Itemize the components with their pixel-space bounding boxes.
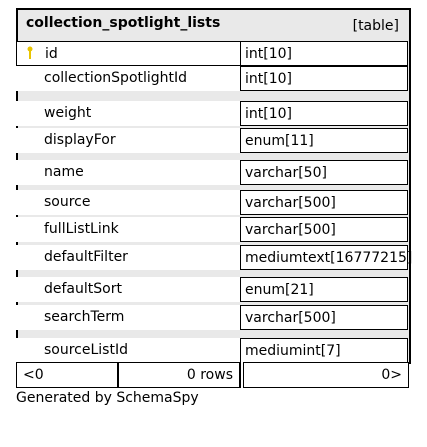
column-type-7: mediumtext[16777215] — [240, 245, 412, 270]
column-type-10: mediumint[7] — [240, 338, 408, 363]
row-count: 0 rows — [118, 362, 240, 388]
column-name-5[interactable]: source — [16, 190, 240, 215]
table-name: collection_spotlight_lists — [26, 15, 221, 31]
parents-count[interactable]: <0 — [16, 362, 118, 388]
column-name-1[interactable]: collectionSpotlightId — [16, 66, 240, 91]
column-type-1: int[10] — [240, 66, 408, 91]
column-name-8[interactable]: defaultSort — [16, 277, 240, 302]
column-name-6[interactable]: fullListLink — [16, 217, 240, 242]
column-type-0: int[10] — [240, 41, 408, 66]
column-type-5: varchar[500] — [240, 190, 408, 215]
column-name-9[interactable]: searchTerm — [16, 305, 240, 330]
children-count[interactable]: 0> — [243, 362, 409, 388]
column-name-3[interactable]: displayFor — [16, 128, 240, 153]
primary-key-icon — [27, 46, 33, 59]
primary-key-marker — [16, 41, 44, 66]
column-type-2: int[10] — [240, 101, 408, 126]
column-name-10[interactable]: sourceListId — [16, 338, 240, 363]
column-type-8: enum[21] — [240, 277, 408, 302]
column-name-7[interactable]: defaultFilter — [16, 245, 240, 270]
column-type-4: varchar[50] — [240, 160, 408, 185]
column-type-3: enum[11] — [240, 128, 408, 153]
table-type-tag: [table] — [352, 18, 399, 34]
footer-divider — [240, 362, 243, 388]
column-name-0[interactable]: id — [16, 41, 240, 66]
generated-by-label: Generated by SchemaSpy — [16, 390, 199, 406]
column-name-2[interactable]: weight — [16, 101, 240, 126]
table-footer: <0 0 rows 0> — [16, 362, 409, 388]
column-type-9: varchar[500] — [240, 305, 408, 330]
column-name-4[interactable]: name — [16, 160, 240, 185]
table-header: collection_spotlight_lists [table] — [18, 10, 409, 40]
column-type-6: varchar[500] — [240, 217, 408, 242]
